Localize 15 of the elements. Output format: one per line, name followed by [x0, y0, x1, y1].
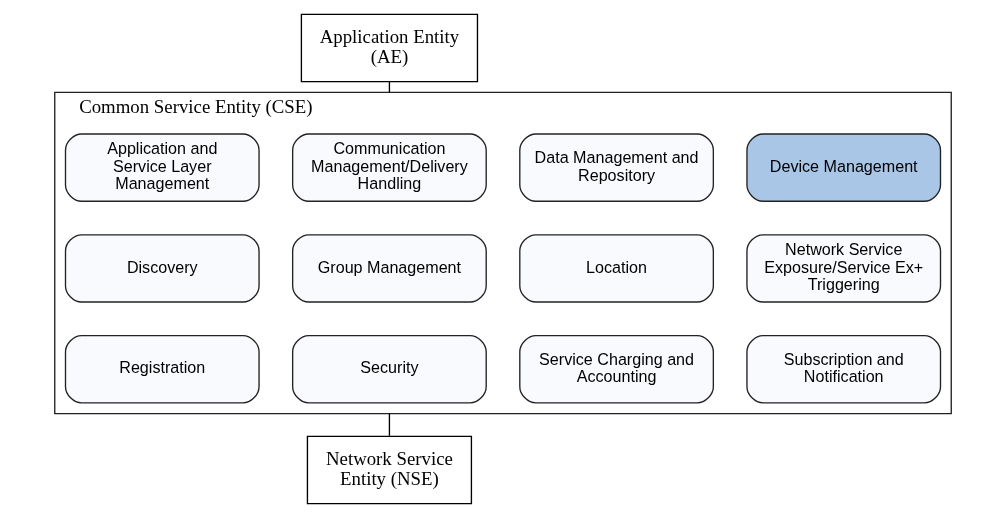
node-box: Network Service Entity (NSE) [306, 435, 472, 504]
node-box: Data Management and Repository [518, 132, 714, 202]
node-box: Communication Management/Delivery Handling [291, 132, 487, 202]
node-box: Application and Service Layer Management [64, 132, 260, 202]
connector [388, 412, 390, 436]
node-box: Device Management [745, 132, 941, 202]
node-box: Application Entity (AE) [300, 13, 478, 82]
node-box: Location [518, 233, 714, 303]
node-box: Service Charging and Accounting [518, 334, 714, 403]
node-box: Discovery [64, 233, 260, 303]
node-box: Registration [64, 334, 260, 403]
node-box: Subscription and Notification [745, 334, 941, 403]
node-box: Network Service Exposure/Service Ex+ Triggering [745, 233, 941, 303]
node-box: Group Management [291, 233, 487, 303]
node-box: Security [291, 334, 487, 403]
